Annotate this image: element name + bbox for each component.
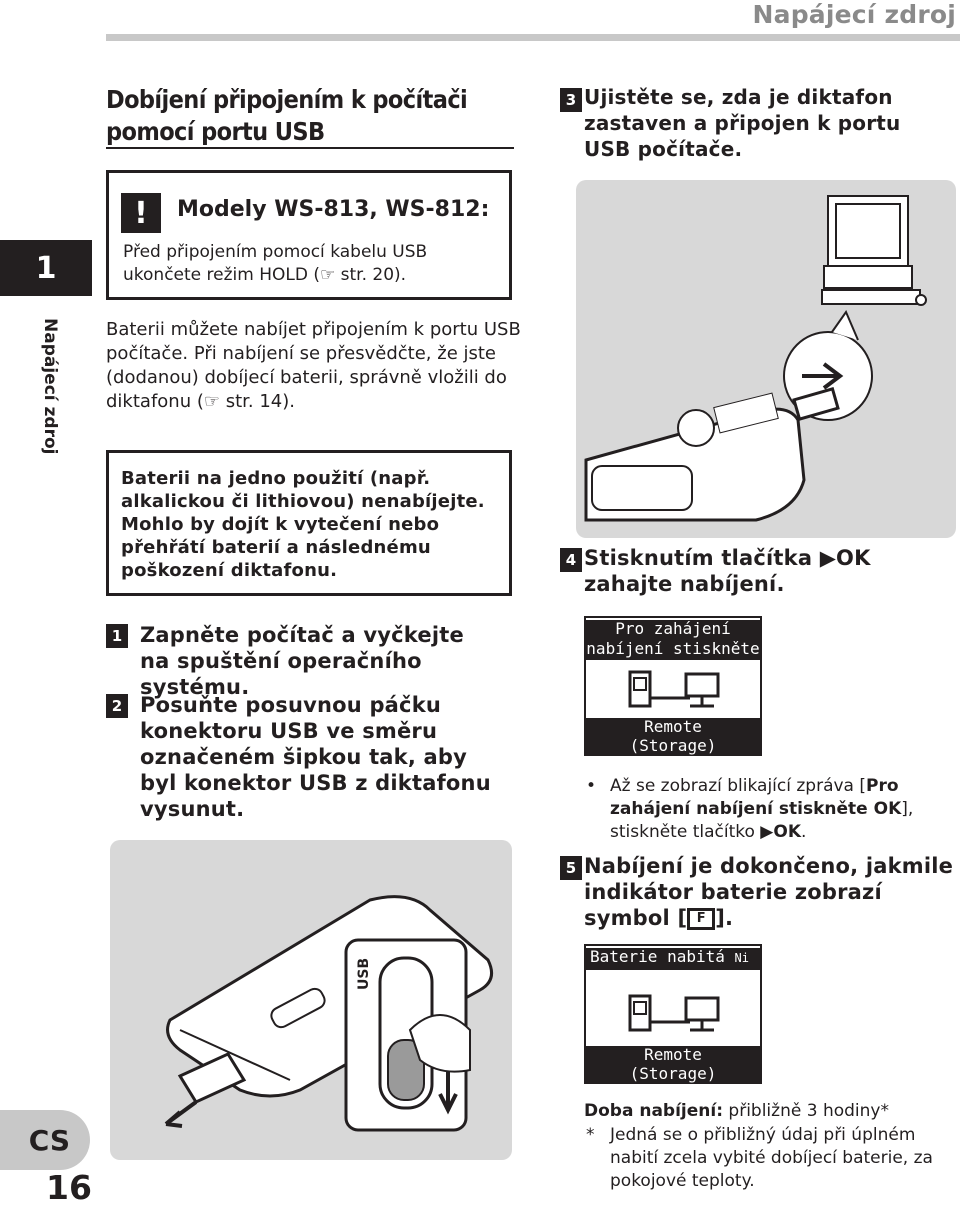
- lcd-line: (Storage): [586, 1065, 760, 1083]
- lcd-charge-complete: Baterie nabitá NiF Remote (Storage): [584, 944, 762, 1084]
- section-title: Dobíjení připojením k počítači pomocí po…: [106, 85, 468, 146]
- reference-icon: ☞: [319, 265, 336, 285]
- intro-paragraph: Baterii můžete nabíjet připojením k port…: [106, 318, 526, 414]
- reference-icon: ☞: [203, 391, 220, 412]
- lcd-line: Remote: [586, 1046, 760, 1065]
- lcd-charging-prompt: Pro zahájení nabíjení stiskněte OK Remot…: [584, 616, 762, 756]
- bullet-text: Až se zobrazí blikající zpráva [Pro zahá…: [610, 775, 950, 844]
- language-badge: CS: [0, 1110, 90, 1170]
- pc-recorder-drawing: [584, 195, 927, 522]
- step-text: Posuňte posuvnou páčku konektoru USB ve …: [140, 693, 491, 821]
- step-text-part: Nabíjení je dokončeno, jakmile indikátor…: [584, 854, 954, 930]
- page-header-title: Napájecí zdroj: [752, 0, 956, 29]
- lcd-text: Baterie nabitá: [590, 947, 725, 966]
- chapter-tab: 1: [0, 240, 92, 296]
- lcd-line: nabíjení stiskněte OK: [586, 639, 760, 676]
- step-text: Ujistěte se, zda je diktafon zastaven a …: [584, 85, 901, 161]
- bullet-dot: •: [586, 776, 597, 796]
- step-number: 1: [106, 624, 128, 648]
- exclamation-icon: !: [121, 193, 161, 233]
- step-number: 3: [560, 88, 582, 112]
- battery-full-icon: F: [687, 908, 716, 930]
- warning-text-part: Před připojením pomocí kabelu USB ukonče…: [123, 242, 428, 285]
- step-number: 5: [560, 856, 582, 880]
- battery-full-icon: F: [592, 970, 609, 985]
- page-number: 16: [46, 1168, 92, 1207]
- warning-heading: Modely WS-813, WS-812:: [177, 197, 490, 222]
- usb-label: USB: [356, 958, 372, 990]
- note-text: Baterii na jedno použití (např. alkalick…: [121, 468, 485, 581]
- charging-time-value: přibližně 3 hodiny*: [723, 1101, 889, 1121]
- bullet-text-part: Až se zobrazí blikající zpráva [: [610, 776, 867, 796]
- section-rule: [106, 147, 514, 149]
- recorder-usb-drawing: USB: [164, 895, 494, 1132]
- step-text: Zapněte počítač a vyčkejte na spuštění o…: [140, 623, 464, 699]
- warning-text: Před připojením pomocí kabelu USB ukonče…: [123, 241, 503, 287]
- lcd-line: (Storage): [586, 737, 760, 755]
- bullet-text-part: ], stiskněte tlačítko: [610, 799, 914, 842]
- note-box: Baterii na jedno použití (např. alkalick…: [106, 450, 512, 596]
- lcd-line: Pro zahájení: [586, 620, 760, 640]
- pc-connection-illustration: [576, 180, 956, 538]
- ni-battery-badge: Ni: [734, 951, 749, 965]
- intro-text-part: Baterii můžete nabíjet připojením k port…: [106, 319, 521, 412]
- step-text-part: Stisknutím tlačítka: [584, 546, 820, 570]
- warning-box: ! Modely WS-813, WS-812: Před připojením…: [106, 170, 512, 300]
- lcd-line: Baterie nabitá NiF: [586, 947, 760, 985]
- footnote-marker: *: [586, 1125, 595, 1145]
- chapter-side-label: Napájecí zdroj: [38, 318, 64, 454]
- lcd-line: Remote: [586, 718, 760, 737]
- bullet-bold-message: Pro zahájení nabíjení stiskněte OK: [610, 776, 902, 819]
- intro-text-part: str. 14).: [220, 391, 295, 412]
- step-number: 4: [560, 548, 582, 572]
- chapter-side-label-text: Napájecí zdroj: [40, 318, 60, 455]
- charging-time: Doba nabíjení: přibližně 3 hodiny*: [584, 1100, 960, 1123]
- ok-button-glyph: ▶OK: [760, 822, 801, 842]
- step-text: Stisknutím tlačítka ▶OK zahajte nabíjení…: [584, 545, 954, 597]
- bullet-text-part: .: [801, 822, 807, 842]
- warning-text-part: str. 20).: [335, 265, 407, 285]
- step-text-part: zahajte nabíjení.: [584, 572, 785, 596]
- step-text: Nabíjení je dokončeno, jakmile indikátor…: [584, 853, 954, 931]
- step-number: 2: [106, 694, 128, 718]
- step-text-part: ].: [715, 906, 734, 930]
- usb-slider-illustration: USB: [110, 840, 512, 1160]
- device-to-pc-icon: [628, 994, 720, 1032]
- device-to-pc-icon: [628, 670, 720, 708]
- header-rule: [106, 34, 960, 41]
- charging-time-label: Doba nabíjení:: [584, 1101, 724, 1121]
- footnote-text: Jedná se o přibližný údaj při úplném nab…: [610, 1125, 933, 1191]
- ok-button-glyph: ▶OK: [819, 546, 871, 570]
